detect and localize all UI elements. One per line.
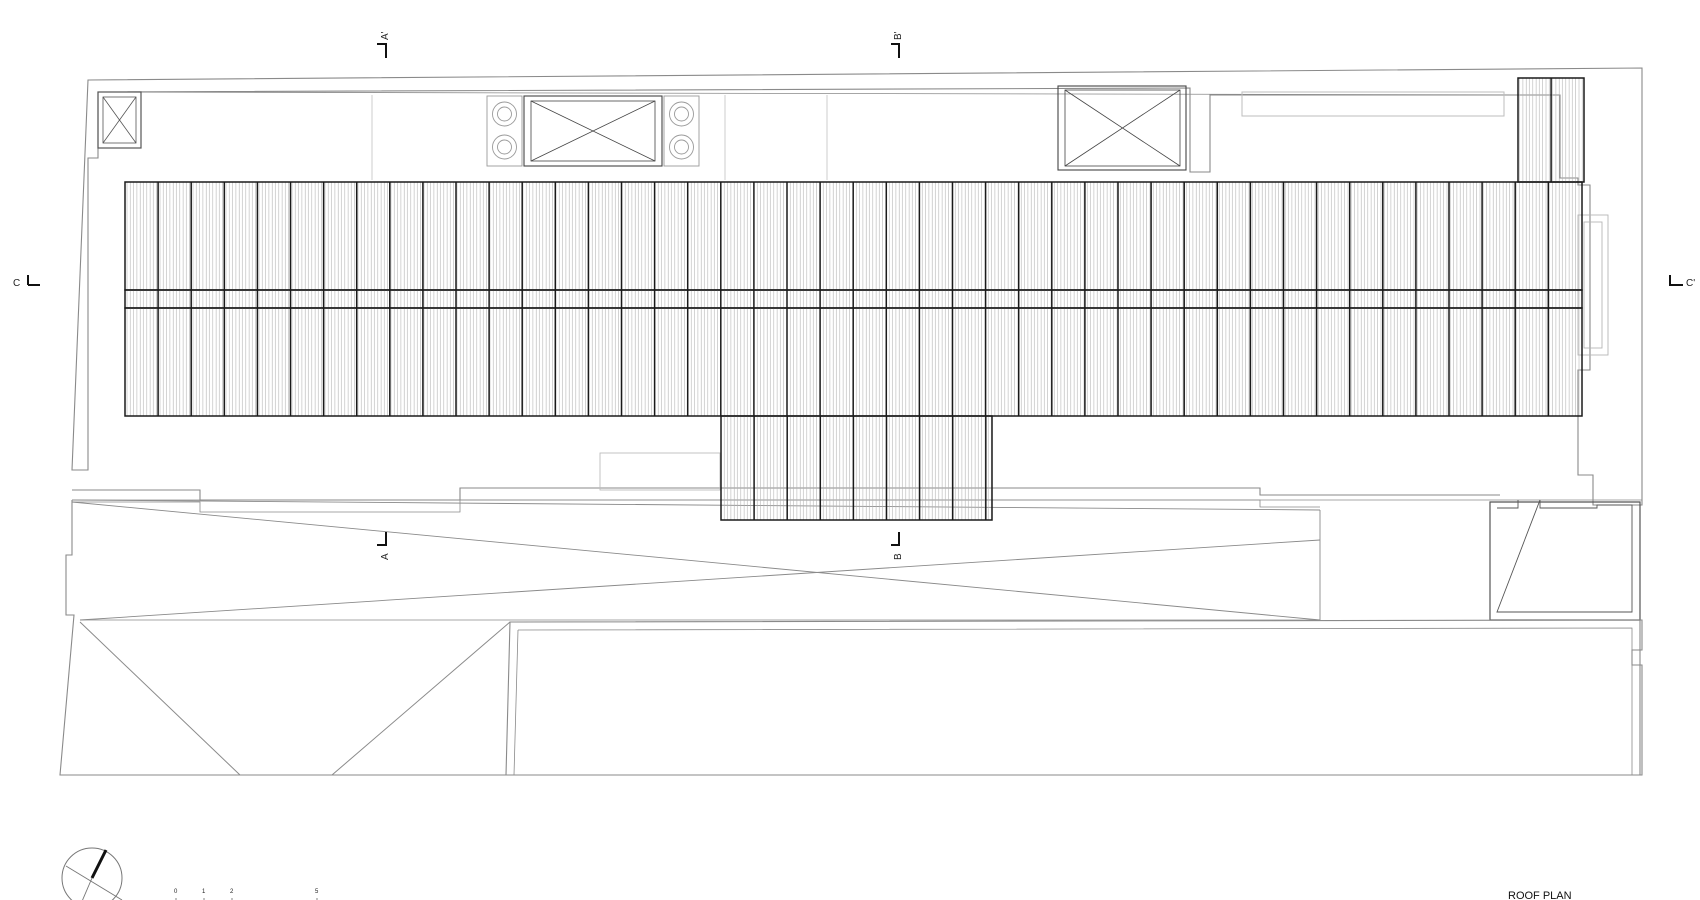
section-marker-c-left [27, 275, 40, 286]
section-label-b-top: B' [893, 31, 904, 40]
scale-tick-1: 1 [202, 889, 206, 895]
section-marker-c-right [1669, 275, 1683, 286]
roof-fixtures [97, 85, 1609, 491]
panel-array [124, 77, 1585, 521]
section-label-a-top: A' [380, 31, 391, 40]
fan-unit-1 [486, 95, 523, 167]
section-label-c-left: C [13, 278, 20, 289]
drawing-title: ROOF PLAN [1508, 890, 1572, 900]
scale-tick-5: 5 [315, 889, 319, 895]
fan-unit-2 [663, 95, 700, 167]
north-arrow-icon [61, 847, 123, 900]
skylight-northwest [97, 91, 142, 149]
scale-bar: 0 1 2 5 [174, 889, 319, 900]
section-label-c-right: C' [1686, 278, 1695, 289]
roof-vent-bar [1241, 91, 1505, 117]
section-marker-b-bottom [891, 532, 900, 546]
section-marker-b-top [891, 43, 900, 58]
scale-tick-2: 2 [230, 889, 234, 895]
section-labels: A' B' A B C C' [13, 31, 1695, 560]
section-marker-a-bottom [377, 532, 387, 546]
section-label-a-bottom: A [380, 553, 391, 560]
section-marker-a-top [377, 43, 387, 58]
panel-band-south [720, 415, 993, 521]
section-label-b-bottom: B [893, 553, 904, 560]
section-markers [27, 43, 1683, 546]
roof-platform [599, 452, 721, 491]
scale-tick-0: 0 [174, 889, 178, 895]
skylight-center [523, 95, 663, 167]
skylight-east [1057, 85, 1187, 171]
